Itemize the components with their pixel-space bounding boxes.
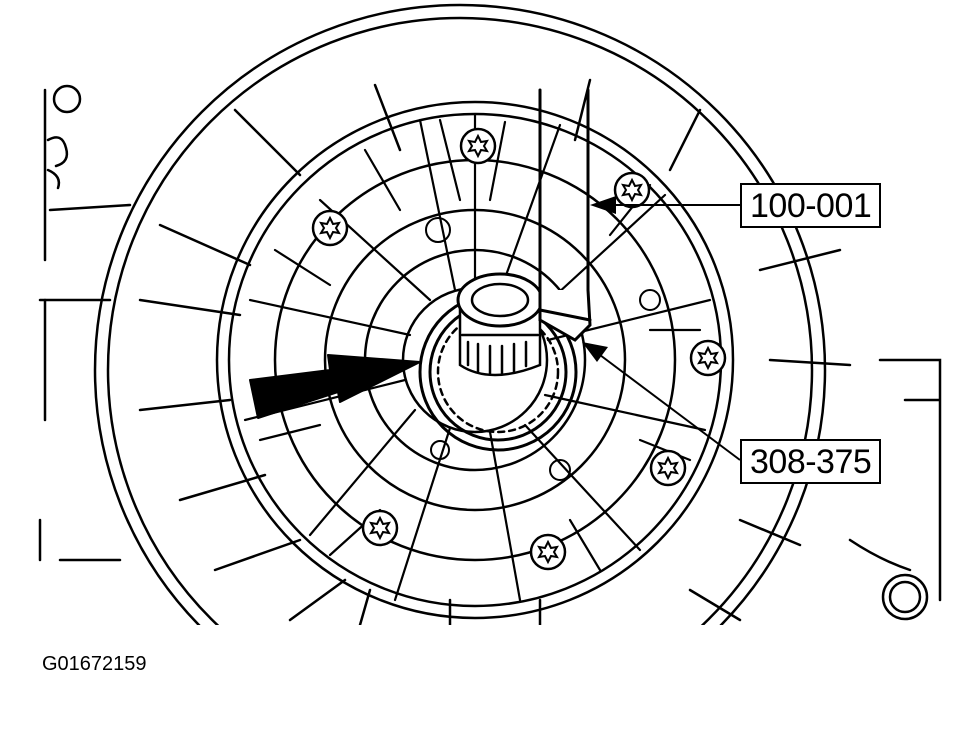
leader-100-001 [590, 196, 740, 214]
pump-pads [425, 217, 661, 481]
center-seal [418, 272, 578, 452]
tool-100-001 [538, 88, 592, 342]
outer-housing [38, 3, 942, 625]
leader-308-375 [582, 342, 741, 461]
callout-100-001: 100-001 [740, 183, 882, 228]
callout-308-375: 308-375 [740, 439, 882, 484]
figure-id: G01672159 [42, 653, 147, 675]
indicator-arrow [249, 354, 421, 419]
